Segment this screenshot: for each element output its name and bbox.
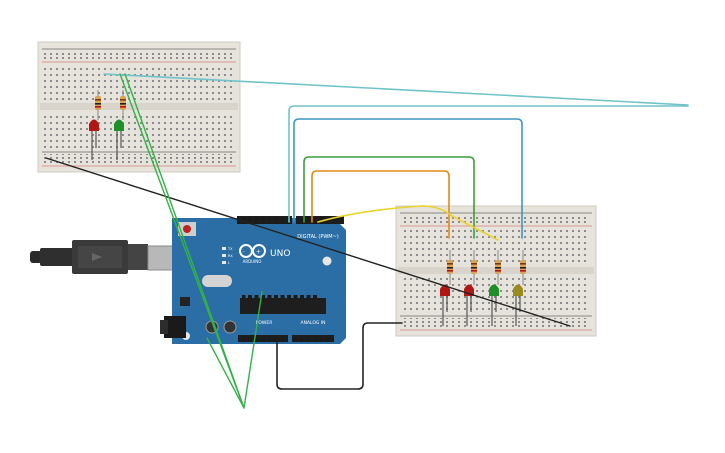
status-leds: TX RX L bbox=[222, 247, 233, 265]
mounting-hole bbox=[322, 256, 332, 266]
resistor[interactable] bbox=[471, 250, 477, 285]
terminal-strip bbox=[44, 112, 234, 148]
chip-pins bbox=[242, 295, 318, 298]
arduino-uno-board[interactable]: DIGITAL (PWM~) - + ARDUINO UNO TX RX L bbox=[160, 216, 346, 344]
terminal-strip bbox=[402, 228, 590, 264]
digital-label: DIGITAL (PWM~) bbox=[297, 234, 339, 240]
led-label-rx: RX bbox=[228, 254, 233, 258]
resistor[interactable] bbox=[495, 250, 501, 285]
usb-cable[interactable] bbox=[30, 240, 175, 274]
power-rail bbox=[402, 318, 590, 327]
arduino-logo: - + bbox=[239, 244, 266, 258]
svg-text:+: + bbox=[256, 249, 261, 256]
atmega-chip bbox=[240, 298, 326, 314]
center-channel bbox=[40, 103, 238, 110]
dc-power-jack[interactable] bbox=[164, 316, 186, 338]
brand-label: ARDUINO bbox=[243, 259, 262, 264]
analog-label: ANALOG IN bbox=[300, 320, 325, 326]
green-led[interactable] bbox=[489, 284, 499, 327]
yellow-wire[interactable] bbox=[317, 205, 499, 241]
cyan-wire[interactable] bbox=[288, 105, 689, 223]
crystal bbox=[202, 275, 232, 287]
blue-wire[interactable] bbox=[293, 118, 523, 239]
usb-icon bbox=[92, 253, 102, 261]
resistor[interactable] bbox=[120, 90, 126, 120]
power-rail bbox=[402, 215, 590, 224]
svg-text:-: - bbox=[243, 249, 245, 255]
yellow-led[interactable] bbox=[513, 284, 523, 327]
resistor[interactable] bbox=[95, 90, 101, 120]
black-wire[interactable] bbox=[45, 157, 571, 327]
power-rail bbox=[44, 154, 234, 163]
green-wire[interactable] bbox=[303, 156, 475, 239]
led-label-tx: TX bbox=[227, 247, 233, 251]
model-label: UNO bbox=[270, 249, 290, 259]
wires bbox=[45, 73, 689, 409]
black-wire[interactable] bbox=[276, 322, 403, 390]
led-label-l: L bbox=[228, 261, 230, 265]
power-rail bbox=[44, 51, 234, 60]
regulator bbox=[180, 297, 190, 306]
bright-green-wire[interactable] bbox=[119, 73, 245, 409]
terminal-strip bbox=[44, 64, 234, 100]
capacitor bbox=[223, 320, 237, 334]
orange-wire[interactable] bbox=[311, 170, 450, 239]
left-breadboard[interactable] bbox=[37, 41, 241, 173]
red-led[interactable] bbox=[89, 119, 99, 161]
resistor[interactable] bbox=[520, 250, 526, 285]
green-led[interactable] bbox=[114, 119, 124, 161]
cyan-wire[interactable] bbox=[103, 73, 689, 106]
power-label: POWER bbox=[256, 320, 273, 326]
resistor[interactable] bbox=[447, 250, 453, 285]
